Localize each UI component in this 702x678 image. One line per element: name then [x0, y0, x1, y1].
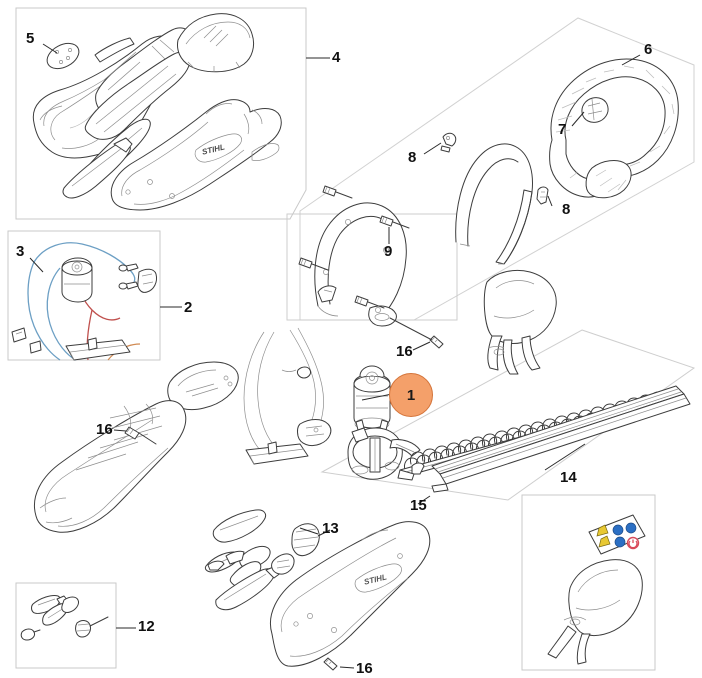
callout-leader-lines — [29, 43, 641, 629]
callout-14[interactable]: 14 — [560, 469, 577, 486]
part-4-cover-cap — [177, 13, 255, 73]
callout-13[interactable]: 13 — [322, 520, 339, 537]
handlebar-tube — [455, 143, 533, 265]
leader-6 — [621, 54, 641, 66]
panel-4-border — [15, 7, 307, 220]
highlighted-part-label: 1 — [406, 386, 416, 404]
callout-7[interactable]: 7 — [558, 121, 567, 138]
leader-5 — [42, 43, 58, 54]
part-9-hand-guard — [314, 202, 407, 327]
leader-13 — [317, 529, 331, 537]
part-6-loop-handle — [549, 58, 679, 199]
rear-housing-assembly — [167, 361, 239, 412]
callout-12[interactable]: 12 — [138, 618, 155, 635]
callout-8-lower[interactable]: 8 — [562, 201, 571, 218]
part-5-cover-plate — [46, 42, 80, 70]
panel-14-border — [521, 494, 656, 671]
screws-group-9 — [298, 185, 410, 309]
callout-4[interactable]: 4 — [332, 49, 341, 66]
trigger-parts-exploded — [204, 509, 320, 611]
callout-6[interactable]: 6 — [644, 41, 653, 58]
panel-2-border — [7, 230, 161, 361]
part-12-trigger-kit — [20, 595, 109, 641]
part-4-housing-center-rib — [84, 51, 191, 140]
screw-9-a — [322, 185, 353, 199]
leader-3 — [29, 257, 44, 273]
callout-15[interactable]: 15 — [410, 497, 427, 514]
blade-assembly — [397, 385, 691, 505]
group-9-outline — [286, 213, 458, 321]
part-8-clip-upper — [423, 132, 457, 155]
screw-9-d — [354, 295, 385, 309]
callout-16-c[interactable]: 16 — [356, 660, 373, 677]
callout-9[interactable]: 9 — [384, 243, 393, 260]
screw-16-b — [113, 426, 157, 445]
part-7-handle-clamp — [571, 97, 609, 127]
gear-head-shroud — [483, 269, 557, 375]
highlighted-part-badge[interactable]: 1 — [389, 373, 433, 417]
callout-16-b[interactable]: 16 — [96, 421, 113, 438]
rear-handle-shell — [34, 400, 187, 533]
screw-16-a — [389, 317, 444, 351]
callout-3[interactable]: 3 — [16, 243, 25, 260]
screw-16-c — [323, 657, 355, 671]
sticker-and-shroud-detail — [547, 514, 646, 665]
part-4-latch-strip — [62, 137, 133, 199]
bottom-housing-half: STIHL — [270, 521, 431, 667]
screw-9-b — [379, 215, 410, 229]
part-3-wiring-harness — [11, 242, 157, 361]
part-4-housing-right-half: STIHL — [110, 99, 282, 211]
cable-harness-installed — [243, 327, 332, 465]
part-8-clip-lower — [536, 186, 553, 207]
callout-5[interactable]: 5 — [26, 30, 35, 47]
part-1-electric-motor — [353, 365, 393, 431]
callout-8-upper[interactable]: 8 — [408, 149, 417, 166]
group-14-outline — [320, 329, 696, 501]
panel-12-border — [15, 582, 117, 669]
callout-16-a[interactable]: 16 — [396, 343, 413, 360]
callout-2[interactable]: 2 — [184, 299, 193, 316]
part-15-gearbox-head — [347, 427, 421, 480]
screw-9-c — [298, 257, 329, 271]
